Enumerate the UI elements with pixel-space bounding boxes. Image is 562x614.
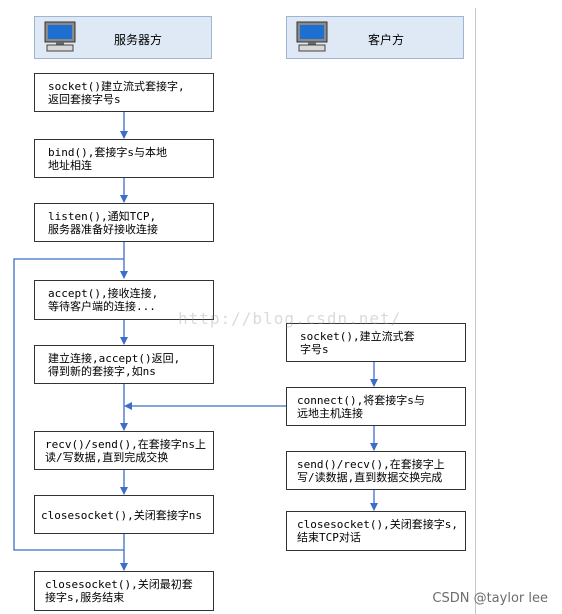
csdn-credit: CSDN @taylor lee — [432, 591, 548, 606]
server-step-recv-send: recv()/send(),在套接字ns上 读/写数据,直到完成交换 — [34, 431, 214, 470]
computer-icon — [296, 21, 328, 52]
page-divider — [475, 8, 476, 614]
server-step-listen: listen(),通知TCP, 服务器准备好接收连接 — [34, 203, 214, 242]
server-step-close-s: closesocket(),关闭最初套 接字s,服务结束 — [34, 571, 214, 611]
client-step-close: closesocket(),关闭套接字s, 结束TCP对话 — [286, 511, 466, 551]
client-step-socket: socket(),建立流式套 字号s — [286, 323, 466, 362]
server-step-socket: socket()建立流式套接字, 返回套接字号s — [34, 73, 214, 112]
watermark: http://blog.csdn.net/ — [178, 309, 402, 328]
client-title: 客户方 — [368, 33, 405, 47]
server-header: 服务器方 — [34, 16, 212, 59]
client-header: 客户方 — [286, 16, 464, 59]
server-step-bind: bind(),套接字s与本地 地址相连 — [34, 139, 214, 178]
client-step-connect: connect(),将套接字s与 远地主机连接 — [286, 387, 466, 426]
server-step-accept: accept(),接收连接, 等待客户端的连接... — [34, 280, 214, 320]
client-step-send-recv: send()/recv(),在套接字上 写/读数据,直到数据交换完成 — [286, 451, 466, 490]
computer-icon — [44, 21, 76, 52]
server-step-close-ns: closesocket(),关闭套接字ns — [34, 495, 214, 534]
server-step-establish: 建立连接,accept()返回, 得到新的套接字,如ns — [34, 345, 214, 384]
server-title: 服务器方 — [114, 33, 163, 47]
